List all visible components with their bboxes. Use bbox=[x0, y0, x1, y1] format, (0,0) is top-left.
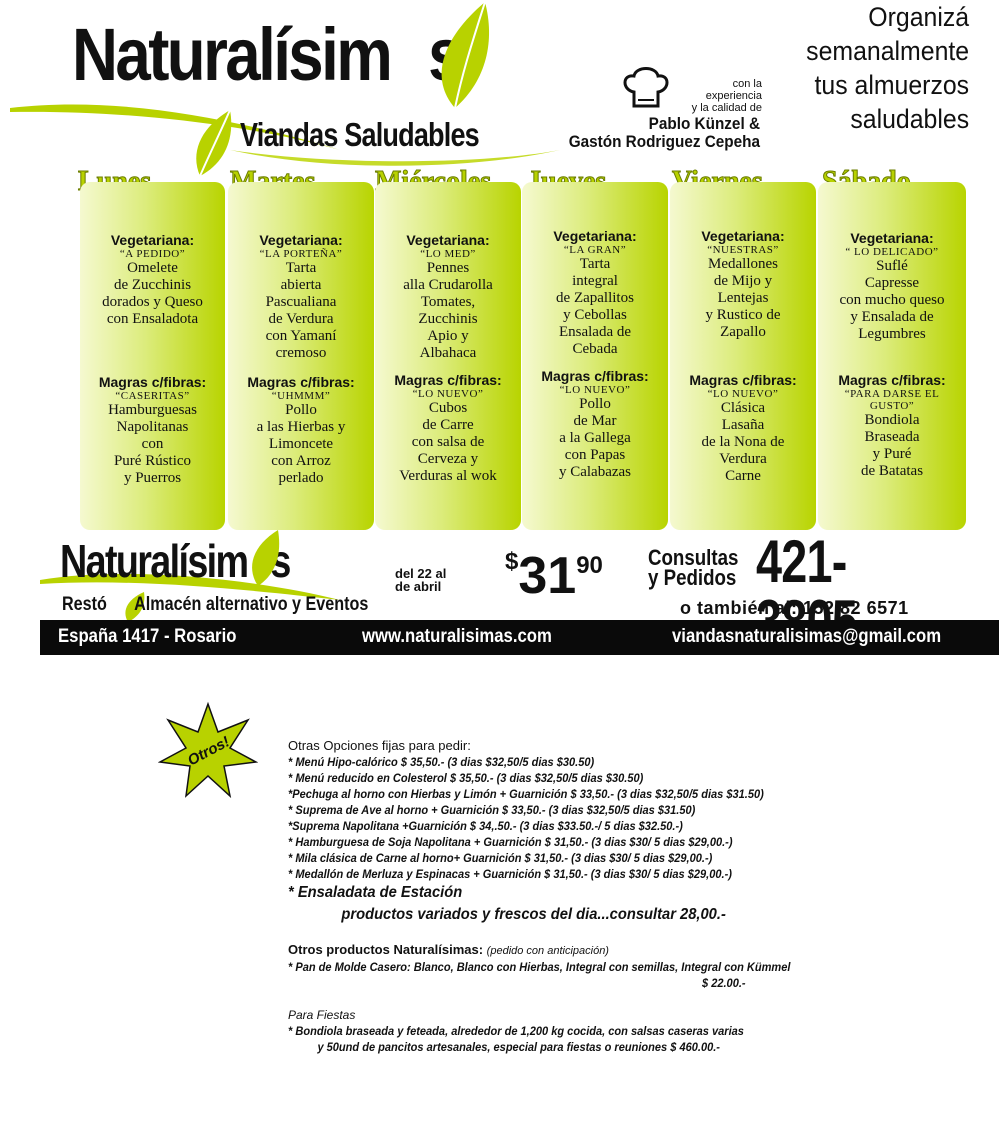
list-item: *Pechuga al horno con Hierbas y Limón + … bbox=[288, 787, 764, 801]
veg-dish: Vegetariana: “LA GRAN” Tarta integral de… bbox=[553, 228, 637, 357]
brand-text-left: Naturalísim bbox=[72, 13, 393, 96]
alt-phone-number[interactable]: o también al: 152 82 6571 bbox=[680, 598, 909, 618]
chef-names: Pablo Künzel & Gastón Rodriguez Cepeha bbox=[568, 114, 760, 151]
website-link[interactable]: www.naturalisimas.com bbox=[362, 626, 552, 647]
veg-dish: Vegetariana: “ LO DELICADO” Suflé Capres… bbox=[839, 230, 945, 342]
subtitle: Viandas Saludables bbox=[240, 116, 480, 153]
price-tag: $3190 bbox=[505, 547, 603, 605]
experience-text: con la experiencia y la calidad de bbox=[691, 78, 762, 114]
leaf-icon bbox=[441, 1, 490, 109]
list-item: * Menú reducido en Colesterol $ 35,50.- … bbox=[288, 771, 644, 785]
day-column-miercoles: Vegetariana: “LO MED” Pennes alla Crudar… bbox=[375, 182, 521, 530]
list-item: *Suprema Napolitana +Guarnición $ 34,.50… bbox=[288, 819, 683, 833]
magras-dish: Magras c/fibras: “LO NUEVO” Pollo de Mar… bbox=[541, 368, 649, 480]
veg-dish: Vegetariana: “NUESTRAS” Medallones de Mi… bbox=[701, 228, 785, 340]
list-item: * Bondiola braseada y feteada, alrededor… bbox=[288, 1024, 744, 1038]
list-item: productos variados y frescos del dia...c… bbox=[341, 906, 726, 923]
magras-dish: Magras c/fibras: “PARA DARSE EL GUSTO” B… bbox=[838, 372, 946, 479]
tagline: Organizá semanalmente tus almuerzos salu… bbox=[806, 2, 969, 134]
list-item: * Menú Hipo-calórico $ 35,50.- (3 dias $… bbox=[288, 755, 595, 769]
chef-hat-icon bbox=[623, 67, 669, 108]
veg-dish: Vegetariana: “LA PORTEÑA” Tarta abierta … bbox=[259, 232, 343, 361]
leaf-icon bbox=[125, 592, 145, 622]
list-item: * Pan de Molde Casero: Blanco, Blanco co… bbox=[288, 960, 791, 974]
list-item: * Medallón de Merluza y Espinacas + Guar… bbox=[288, 867, 732, 881]
address: España 1417 - Rosario bbox=[58, 626, 237, 647]
day-column-jueves: Vegetariana: “LA GRAN” Tarta integral de… bbox=[522, 182, 668, 530]
magras-dish: Magras c/fibras: “LO NUEVO” Cubos de Car… bbox=[394, 372, 502, 484]
fiestas-heading: Para Fiestas bbox=[288, 1008, 356, 1022]
email-link[interactable]: viandasnaturalisimas@gmail.com bbox=[672, 626, 942, 647]
magras-dish: Magras c/fibras: “LO NUEVO” Clásica Lasa… bbox=[689, 372, 797, 484]
leaf-icon bbox=[196, 109, 232, 177]
list-item: * Hamburguesa de Soja Napolitana + Guarn… bbox=[288, 835, 733, 849]
contact-bar: España 1417 - Rosario www.naturalisimas.… bbox=[40, 620, 999, 655]
green-swoosh-decoration bbox=[10, 104, 560, 166]
list-item: $ 22.00.- bbox=[702, 976, 746, 990]
magras-dish: Magras c/fibras: “UHMMM” Pollo a las Hie… bbox=[247, 374, 355, 486]
day-column-martes: Vegetariana: “LA PORTEÑA” Tarta abierta … bbox=[228, 182, 374, 530]
list-item: * Suprema de Ave al horno + Guarnición $… bbox=[288, 803, 696, 817]
day-column-sabado: Vegetariana: “ LO DELICADO” Suflé Capres… bbox=[818, 182, 966, 530]
day-column-lunes: Vegetariana: “A PEDIDO” Omelete de Zucch… bbox=[80, 182, 225, 530]
otros-star-badge: Otros! bbox=[158, 701, 258, 799]
list-item: y 50und de pancitos artesanales, especia… bbox=[317, 1040, 720, 1054]
magras-dish: Magras c/fibras: “CASERITAS” Hamburguesa… bbox=[98, 374, 207, 486]
day-column-viernes: Vegetariana: “NUESTRAS” Medallones de Mi… bbox=[670, 182, 816, 530]
list-item: * Ensaladata de Estación bbox=[288, 884, 463, 901]
otros-options-list: Otras Opciones fijas para pedir: * Menú … bbox=[288, 738, 968, 1055]
green-swoosh-decoration bbox=[40, 573, 340, 600]
list-item: * Mila clásica de Carne al horno+ Guarni… bbox=[288, 851, 713, 865]
otros-productos-heading: Otros productos Naturalísimas: (pedido c… bbox=[288, 942, 609, 957]
date-range: del 22 al de abril bbox=[395, 566, 447, 594]
leaf-icon bbox=[252, 530, 280, 586]
consultas-label: Consultas y Pedidos bbox=[648, 545, 739, 590]
veg-dish: Vegetariana: “LO MED” Pennes alla Crudar… bbox=[403, 232, 493, 361]
veg-dish: Vegetariana: “A PEDIDO” Omelete de Zucch… bbox=[102, 232, 203, 327]
